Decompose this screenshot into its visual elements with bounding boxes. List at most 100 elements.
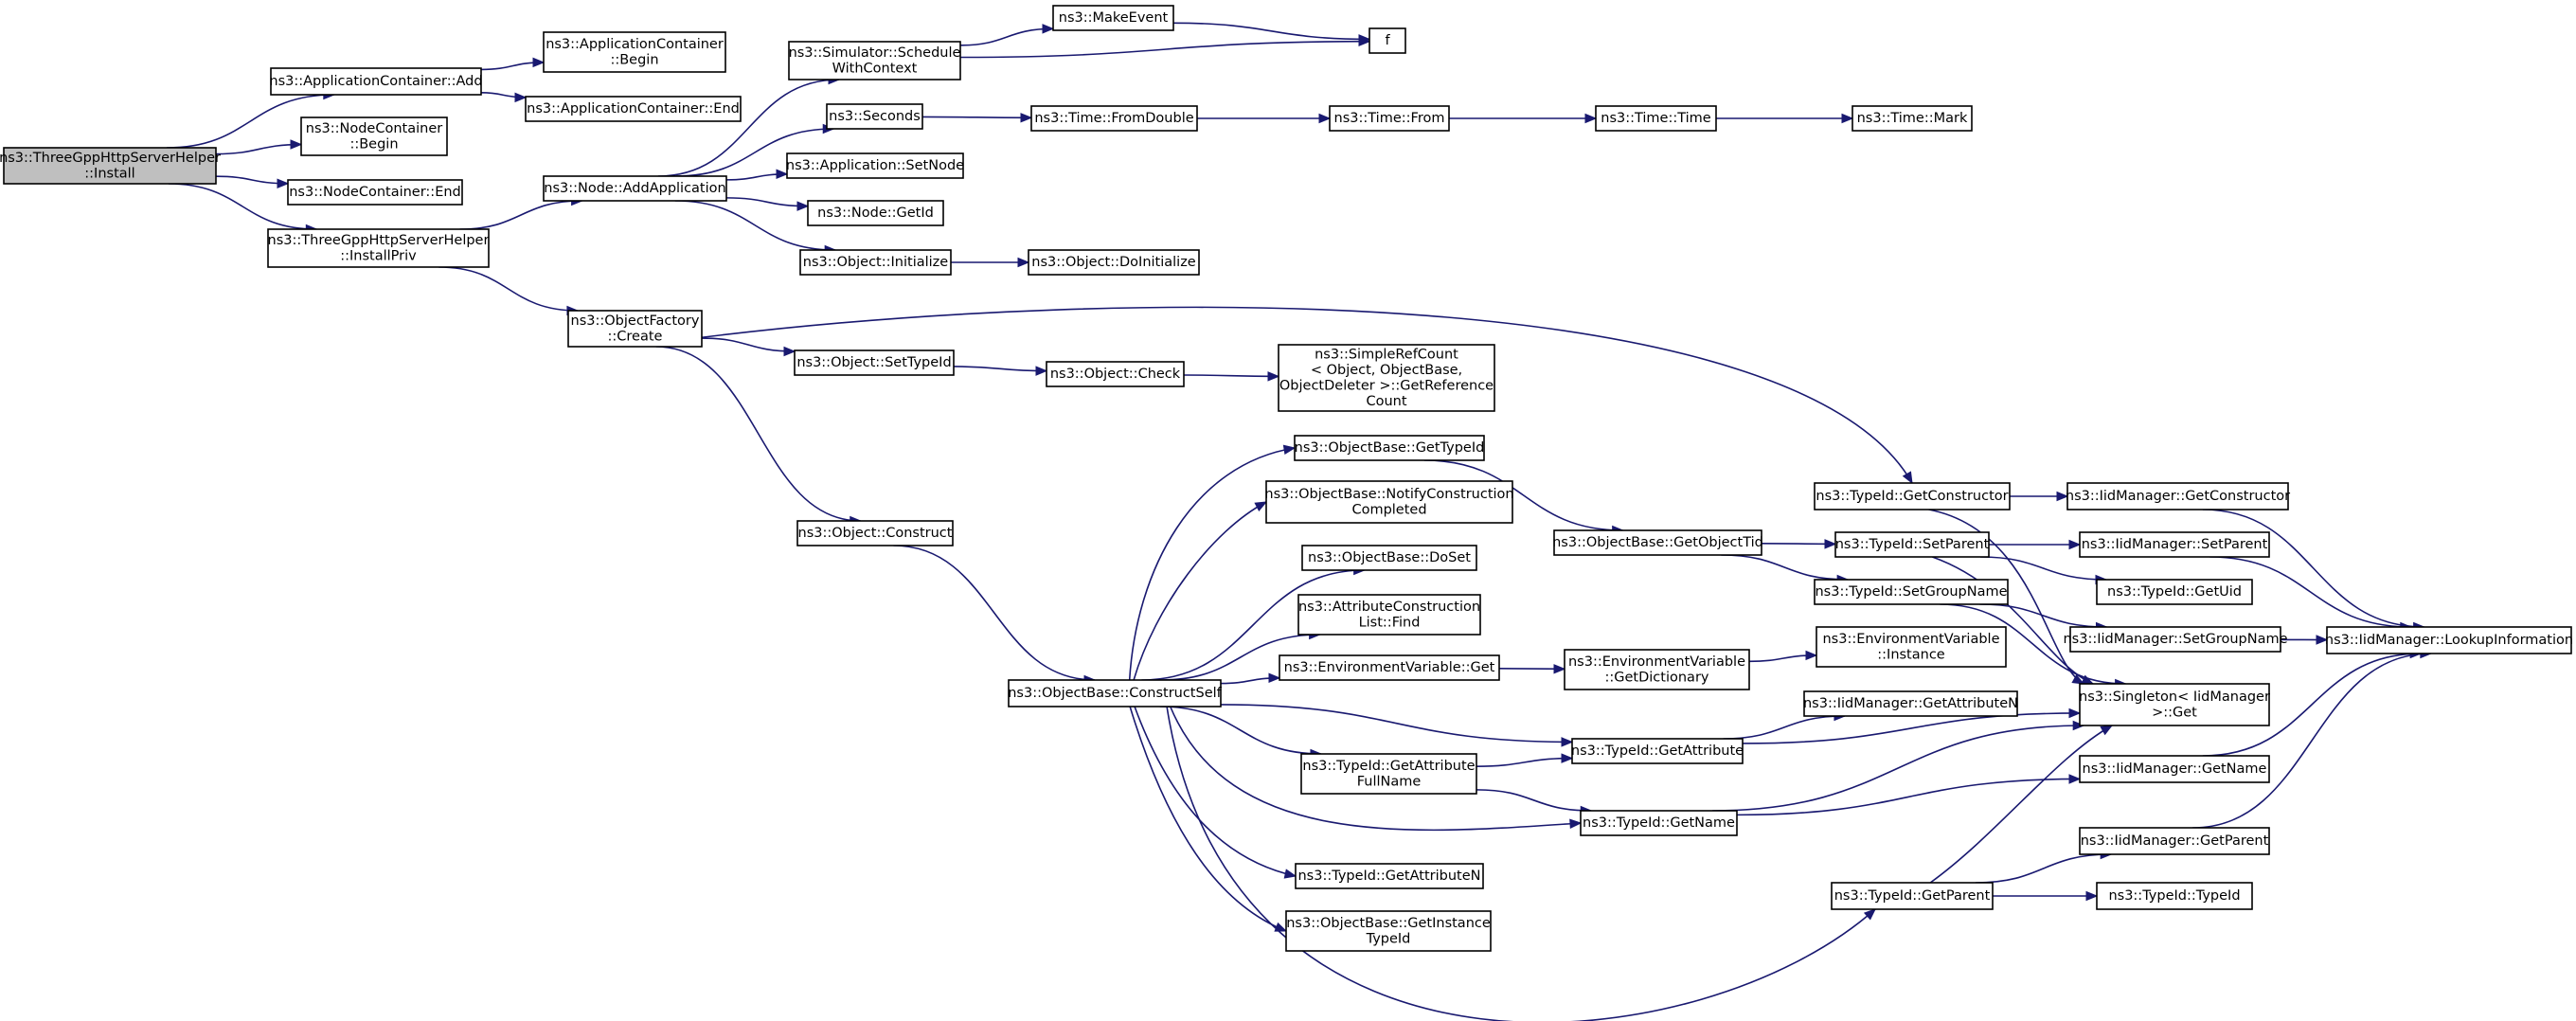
edge-getAttrFull-to-tidGetName: [1476, 789, 1593, 816]
node-box: [567, 310, 703, 348]
node-mgrGetParent[interactable]: ns3::IidManager::GetParent: [2079, 827, 2270, 855]
node-timeTime[interactable]: ns3::Time::Time: [1595, 105, 1717, 132]
node-box: [1285, 910, 1492, 952]
node-label: ns3::TypeId::GetAttribute: [1571, 743, 1744, 759]
node-setNode[interactable]: ns3::Application::SetNode: [786, 152, 964, 179]
node-constructSelf[interactable]: ns3::ObjectBase::ConstructSelf: [1008, 679, 1223, 708]
edge-factory-to-getCtor: [701, 306, 1913, 485]
node-label: ns3::Time::FromDouble: [1034, 111, 1193, 126]
node-objInit[interactable]: ns3::Object::Initialize: [799, 249, 952, 276]
edge-constructSelf-to-tidGetAttr: [1220, 704, 1574, 747]
node-box: [543, 31, 726, 73]
node-label: ns3::ObjectBase::ConstructSelf: [1008, 686, 1222, 701]
edge-constructSelf-to-getInstTid: [1129, 706, 1288, 932]
node-label: ::Install: [84, 166, 134, 181]
edge-factory-to-setTypeId: [701, 337, 796, 357]
node-nodeBegin[interactable]: ns3::NodeContainer::Begin: [300, 116, 448, 156]
node-notify[interactable]: ns3::ObjectBase::NotifyConstructionCompl…: [1264, 480, 1514, 524]
node-label: ns3::Application::SetNode: [786, 158, 964, 173]
edge-mgrGetCtor-to-lookup: [2202, 509, 2425, 633]
node-appAdd[interactable]: ns3::ApplicationContainer::Add: [269, 67, 483, 96]
node-envGet[interactable]: ns3::EnvironmentVariable::Get: [1279, 654, 1500, 681]
node-mgrSetGroup[interactable]: ns3::IidManager::SetGroupName: [2063, 626, 2288, 653]
node-label: ns3::TypeId::SetParent: [1835, 537, 1990, 552]
node-getObjectTid[interactable]: ns3::ObjectBase::GetObjectTid: [1552, 529, 1763, 556]
node-objCheck[interactable]: ns3::Object::Check: [1046, 361, 1185, 387]
node-getUid[interactable]: ns3::TypeId::GetUid: [2096, 579, 2253, 605]
node-label: ns3::Object::Check: [1050, 367, 1181, 382]
node-label: ::InstallPriv: [340, 248, 417, 263]
edge-makeEvent-to-f: [1172, 22, 1371, 45]
node-fromDouble[interactable]: ns3::Time::FromDouble: [1030, 105, 1198, 132]
node-tidGetAttrN[interactable]: ns3::TypeId::GetAttributeN: [1295, 863, 1484, 889]
node-box: [267, 228, 490, 268]
node-setTypeId[interactable]: ns3::Object::SetTypeId: [794, 349, 955, 376]
node-tidGetParent[interactable]: ns3::TypeId::GetParent: [1831, 882, 1994, 910]
node-lookup[interactable]: ns3::IidManager::LookupInformation: [2325, 626, 2573, 654]
node-nodeEnd[interactable]: ns3::NodeContainer::End: [287, 179, 463, 206]
edge-mgrSetGroup-to-lookup: [2280, 635, 2329, 645]
node-box: [1301, 545, 1477, 571]
node-timeMark[interactable]: ns3::Time::Mark: [1852, 105, 1973, 132]
node-label: ns3::Object::SetTypeId: [796, 355, 951, 370]
edge-addApp-to-setNode: [725, 169, 789, 181]
node-tidGetAttr[interactable]: ns3::TypeId::GetAttribute: [1571, 738, 1744, 764]
node-label: ns3::ApplicationContainer::Add: [269, 74, 482, 89]
node-label: ns3::IidManager::SetGroupName: [2063, 632, 2287, 647]
node-tidGetName[interactable]: ns3::TypeId::GetName: [1580, 810, 1738, 836]
node-installPriv[interactable]: ns3::ThreeGppHttpServerHelper::InstallPr…: [267, 228, 490, 268]
node-singleton[interactable]: ns3::Singleton< IidManager>::Get: [2079, 683, 2270, 726]
node-getCtor[interactable]: ns3::TypeId::GetConstructor: [1814, 482, 2011, 510]
node-envInst[interactable]: ns3::EnvironmentVariable::Instance: [1816, 626, 2007, 668]
node-label: ns3::SimpleRefCount: [1315, 347, 1458, 362]
node-appBegin[interactable]: ns3::ApplicationContainer::Begin: [543, 31, 726, 73]
node-box: [1814, 482, 2011, 510]
node-construct[interactable]: ns3::Object::Construct: [796, 520, 954, 546]
node-seconds[interactable]: ns3::Seconds: [826, 103, 923, 130]
edge-setTypeId-to-objCheck: [953, 366, 1048, 376]
node-label: ns3::ThreeGppHttpServerHelper: [268, 233, 490, 248]
node-mgrSetParent[interactable]: ns3::IidManager::SetParent: [2079, 531, 2270, 558]
node-label: ns3::EnvironmentVariable::Get: [1284, 660, 1495, 675]
node-install[interactable]: ns3::ThreeGppHttpServerHelper::Install: [0, 147, 221, 185]
node-mgrGetCtor[interactable]: ns3::IidManager::GetConstructor: [2066, 482, 2290, 510]
node-refCount[interactable]: ns3::SimpleRefCount< Object, ObjectBase,…: [1278, 344, 1495, 412]
node-factory[interactable]: ns3::ObjectFactory::Create: [567, 310, 703, 348]
node-box: [1368, 27, 1406, 54]
node-appEnd[interactable]: ns3::ApplicationContainer::End: [525, 96, 742, 122]
edge-constructSelf-to-tidGetAttrN: [1134, 706, 1297, 879]
node-label: ns3::Node::AddApplication: [544, 181, 725, 196]
node-envDict[interactable]: ns3::EnvironmentVariable::GetDictionary: [1564, 649, 1750, 690]
node-box: [794, 349, 955, 376]
node-f[interactable]: f: [1368, 27, 1406, 54]
node-doInit[interactable]: ns3::Object::DoInitialize: [1028, 249, 1200, 276]
node-setParent[interactable]: ns3::TypeId::SetParent: [1834, 531, 1990, 558]
node-addApp[interactable]: ns3::Node::AddApplication: [543, 175, 727, 202]
node-getId[interactable]: ns3::Node::GetId: [807, 200, 944, 226]
node-label: ns3::TypeId::GetName: [1583, 815, 1735, 831]
node-box: [1852, 105, 1973, 132]
edge-timeTime-to-timeMark: [1716, 113, 1854, 124]
node-label: ns3::TypeId::GetConstructor: [1816, 489, 2008, 504]
node-setGroup[interactable]: ns3::TypeId::SetGroupName: [1814, 579, 2009, 605]
node-label: ns3::ObjectBase::GetInstance: [1286, 916, 1491, 931]
node-box: [2069, 626, 2281, 653]
node-obGetTypeId[interactable]: ns3::ObjectBase::GetTypeId: [1294, 435, 1485, 461]
node-mgrGetName[interactable]: ns3::IidManager::GetName: [2079, 755, 2270, 783]
node-timeFrom[interactable]: ns3::Time::From: [1329, 105, 1450, 132]
node-doSet[interactable]: ns3::ObjectBase::DoSet: [1301, 545, 1477, 571]
node-label: ns3::EnvironmentVariable: [1822, 632, 1999, 647]
node-makeEvent[interactable]: ns3::MakeEvent: [1052, 5, 1174, 31]
node-box: [1052, 5, 1174, 31]
node-box: [525, 96, 742, 122]
node-box: [1553, 529, 1762, 556]
node-tidTypeId[interactable]: ns3::TypeId::TypeId: [2096, 882, 2253, 910]
node-label: ns3::Node::GetId: [817, 206, 934, 221]
node-label: ns3::IidManager::GetAttributeN: [1803, 696, 2018, 711]
node-mgrGetAttrN[interactable]: ns3::IidManager::GetAttributeN: [1803, 690, 2018, 717]
